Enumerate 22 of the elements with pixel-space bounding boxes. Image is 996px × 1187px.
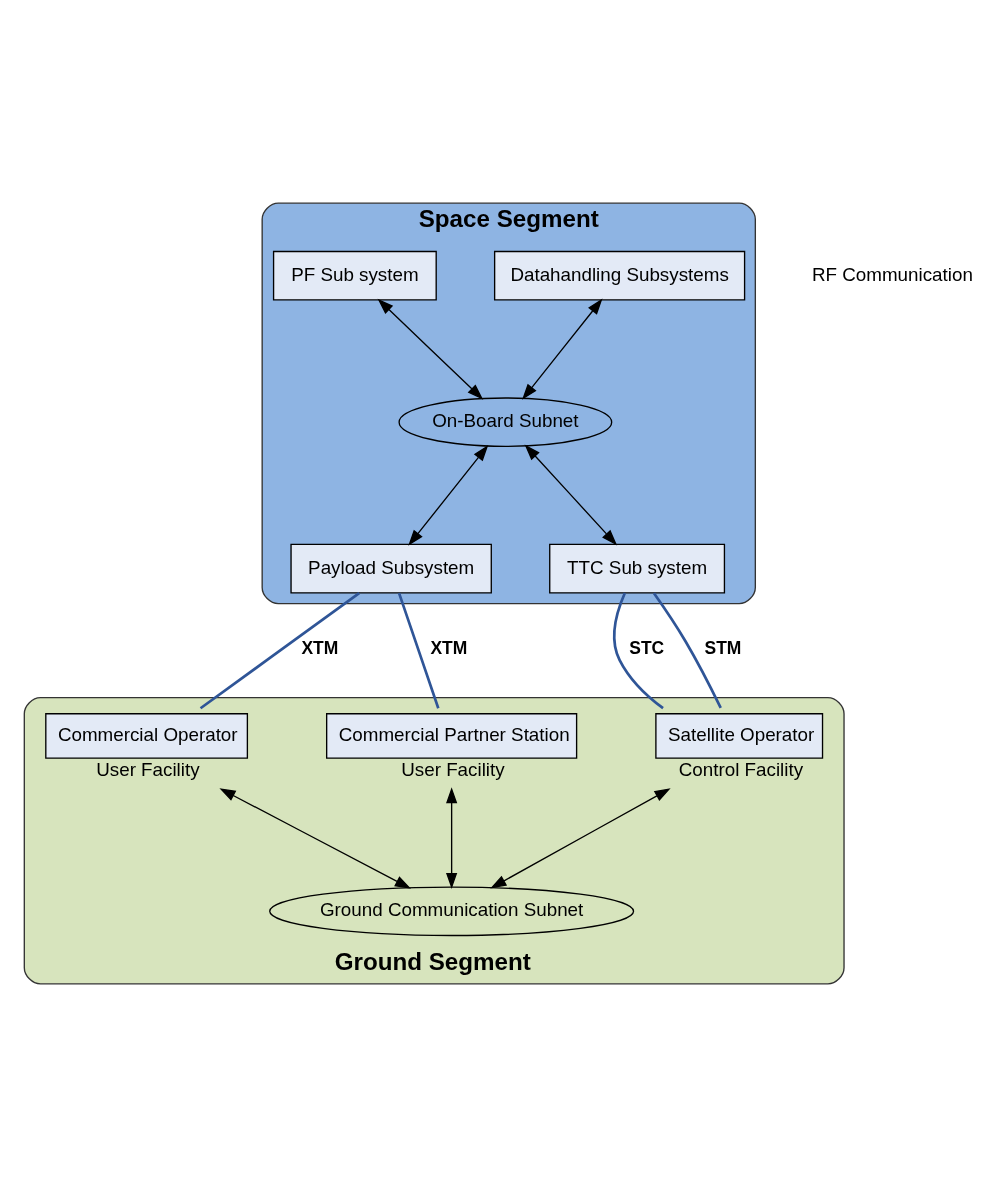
edge-label: XTM bbox=[301, 637, 339, 658]
connector bbox=[397, 592, 440, 709]
node-ellipse: Ground Communication Subnet bbox=[269, 886, 635, 937]
node-ellipse: On-Board Subnet bbox=[398, 397, 613, 448]
arrow bbox=[446, 787, 458, 890]
arrow bbox=[219, 788, 412, 889]
node-box: PF Sub system bbox=[272, 250, 437, 301]
node-box: TTC Sub system bbox=[549, 543, 726, 594]
node-label: User Facility bbox=[96, 758, 200, 780]
edge-label: STM bbox=[704, 637, 742, 658]
arrow bbox=[524, 444, 618, 546]
node-label: Control Facility bbox=[678, 758, 804, 780]
arrow bbox=[377, 298, 484, 400]
node-box: Payload Subsystem bbox=[290, 543, 492, 594]
label: RF Communication bbox=[811, 263, 973, 285]
edge-label: STC bbox=[629, 637, 665, 658]
edge-label: XTM bbox=[430, 637, 468, 658]
arrow bbox=[490, 788, 671, 889]
arrow bbox=[408, 445, 489, 546]
arrow bbox=[522, 298, 603, 400]
node-box: Datahandling Subsystems bbox=[493, 250, 746, 301]
node-label: User Facility bbox=[401, 758, 505, 780]
